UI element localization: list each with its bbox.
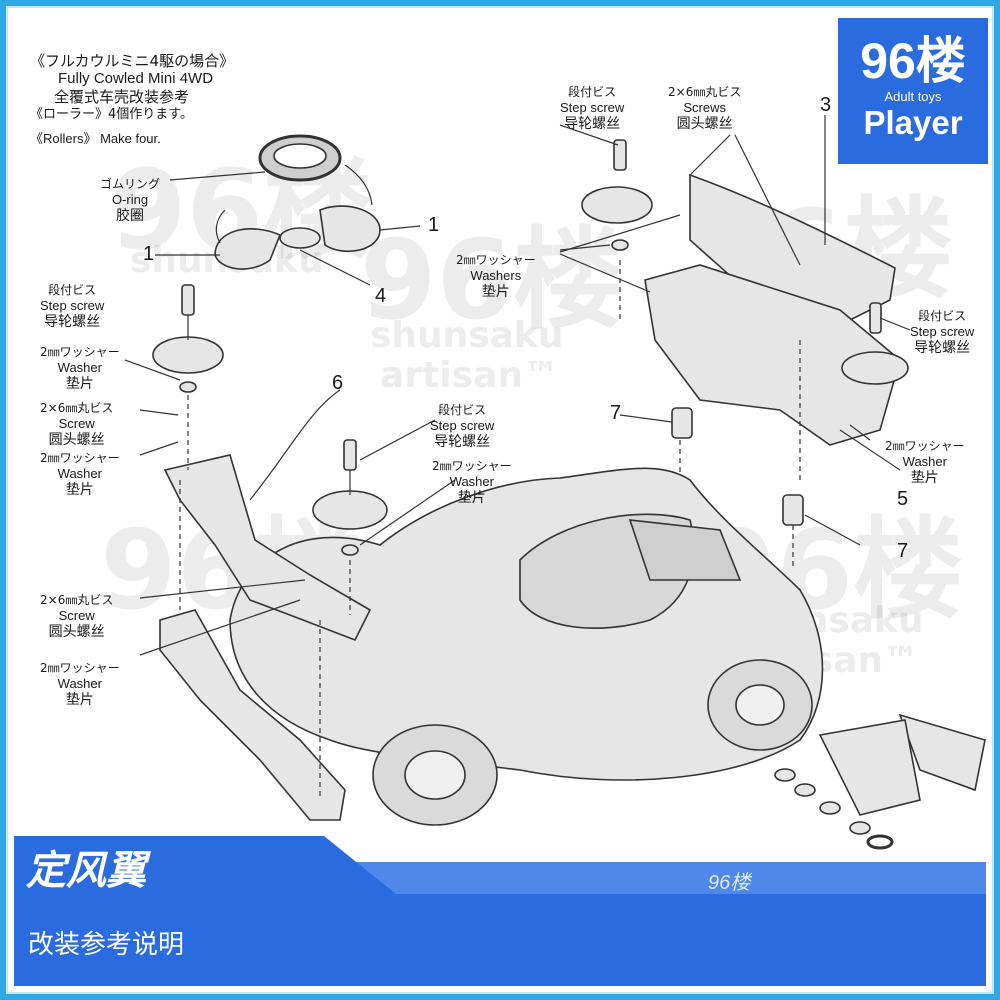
watermark-line1: shunsaku — [370, 315, 564, 356]
spacer-part-7-top — [671, 407, 693, 439]
mid-step-screw — [343, 439, 357, 471]
label-oring: ゴムリング O-ring 胶圈 — [100, 177, 161, 224]
part-number-5: 5 — [897, 488, 909, 510]
label-screws-top: 2×6㎜丸ビス Screws 圆头螺丝 — [668, 85, 742, 132]
part-number-1-right: 1 — [428, 214, 440, 236]
subtitle-panel — [14, 894, 986, 986]
watermark-line2: artisan™ — [380, 355, 559, 396]
right-roller — [841, 351, 909, 385]
parts-thumbnail-wing — [898, 713, 986, 792]
thumb-roller — [774, 768, 796, 782]
top-roller — [581, 186, 653, 224]
front-stay-part-6 — [163, 454, 372, 642]
spacer-part-7-bottom — [782, 494, 804, 526]
mid-roller-washer — [341, 544, 359, 556]
mid-roller — [312, 490, 388, 530]
label-washer-low: 2㎜ワッシャー Washer 垫片 — [40, 661, 120, 708]
logo-sub: Adult toys — [884, 89, 942, 104]
banner-tag: 96楼 — [708, 872, 751, 894]
heading-zh-title: 全覆式车壳改装参考 — [54, 88, 190, 106]
label-step-screw-left: 段付ビス Step screw 导轮螺丝 — [40, 283, 105, 330]
left-step-screw — [181, 284, 195, 316]
banner-title: 定风翼 — [26, 848, 146, 894]
logo-player: Player — [863, 104, 963, 141]
part-number-3: 3 — [820, 94, 832, 116]
part-number-7-top: 7 — [610, 402, 622, 424]
part-number-1-left: 1 — [143, 243, 155, 265]
part-number-6: 6 — [332, 372, 344, 394]
rear-wheel-hub — [735, 684, 785, 726]
banner-subtitle: 改装参考说明 — [28, 930, 185, 960]
label-step-screw-mid: 段付ビス Step screw 导轮螺丝 — [430, 403, 495, 450]
label-screw-left: 2×6㎜丸ビス Screw 圆头螺丝 — [40, 401, 114, 448]
roller-half-left — [214, 228, 282, 270]
top-step-screw — [613, 139, 627, 171]
label-screw-low: 2×6㎜丸ビス Screw 圆头螺丝 — [40, 593, 114, 640]
thumb-oring — [866, 834, 894, 850]
label-step-screw-top: 段付ビス Step screw 导轮螺丝 — [560, 85, 625, 132]
car-engine-cover — [628, 519, 742, 581]
front-stay-lower — [159, 609, 346, 821]
watermark-main: 96楼 — [360, 216, 624, 344]
label-washer-left2: 2㎜ワッシャー Washer 垫片 — [40, 451, 120, 498]
thumb-roller — [849, 821, 871, 835]
label-step-screw-right: 段付ビス Step screw 导轮螺丝 — [910, 309, 975, 356]
label-washer-left: 2㎜ワッシャー Washer 垫片 — [40, 345, 120, 392]
heading-block: 《フルカウルミニ4駆の場合》 Fully Cowled Mini 4WD 全覆式… — [30, 52, 234, 148]
left-roller — [152, 336, 224, 374]
heading-en-rollers: 《Rollers》 Make four. — [30, 131, 161, 146]
logo-main: 96楼 — [860, 33, 966, 89]
brand-logo: 96楼 Adult toys Player — [838, 18, 988, 164]
label-washer-mid: 2㎜ワッシャー Washer 垫片 — [432, 459, 512, 506]
label-washer-right: 2㎜ワッシャー Washer 垫片 — [885, 439, 965, 486]
roller-half-right — [319, 205, 381, 253]
left-roller-washer — [179, 381, 197, 393]
heading-jp-rollers: 《ローラー》4個作ります。 — [30, 107, 193, 122]
thumb-roller — [819, 801, 841, 815]
front-wheel-hub — [404, 750, 466, 800]
inner-frame — [6, 6, 994, 994]
part-number-4: 4 — [375, 285, 387, 307]
heading-en-title: Fully Cowled Mini 4WD — [58, 70, 214, 87]
oring-hole — [273, 143, 327, 169]
parts-thumbnail-stay — [818, 719, 921, 816]
part-number-7-bottom: 7 — [897, 540, 909, 562]
label-washers-top: 2㎜ワッシャー Washers 垫片 — [456, 253, 536, 300]
roller-core-part-4 — [279, 227, 321, 249]
top-roller-washer — [611, 239, 629, 251]
wing-stay-part-5 — [644, 264, 901, 446]
banner-title-bg — [14, 836, 396, 894]
heading-jp-title: 《フルカウルミニ4駆の場合》 — [30, 52, 235, 70]
thumb-roller — [794, 783, 816, 797]
right-step-screw — [869, 302, 882, 334]
